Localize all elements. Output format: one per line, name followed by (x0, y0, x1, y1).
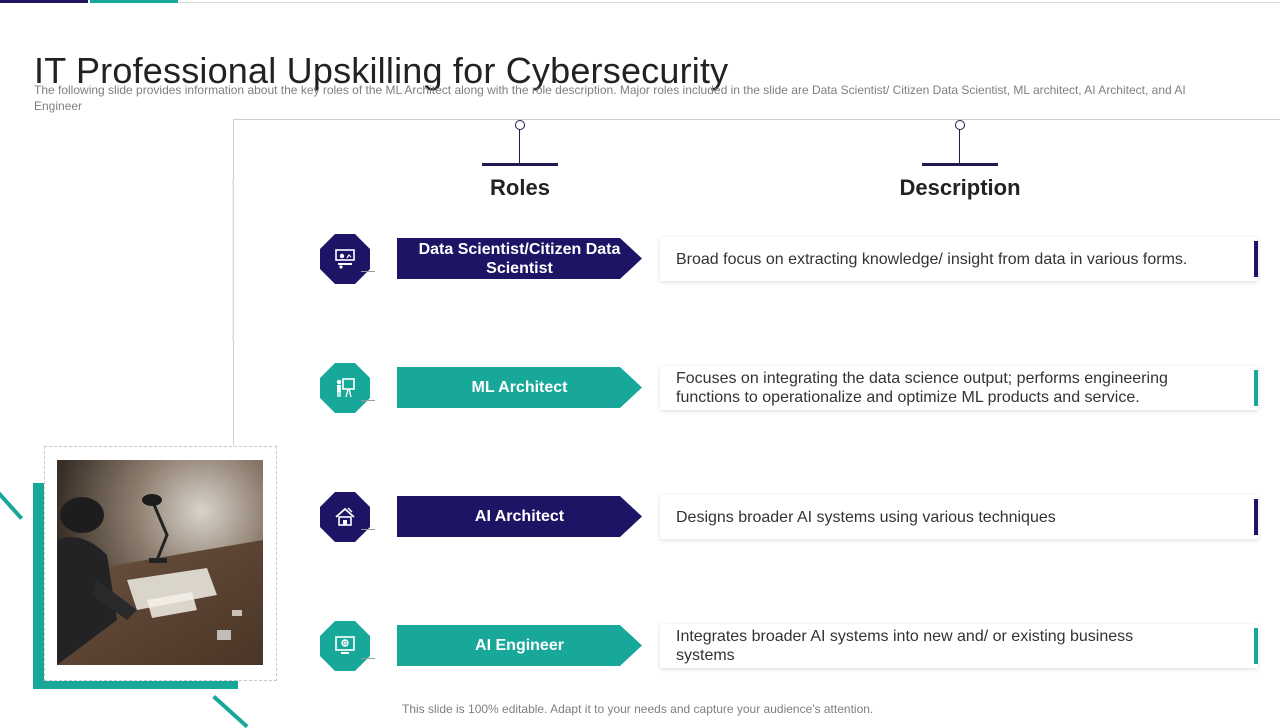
top-accent-navy (0, 0, 88, 3)
role-label: ML Architect (471, 379, 568, 396)
decor-frame-vertical (33, 483, 44, 689)
role-row-data-scientist: Data Scientist/Citizen Data Scientist Br… (0, 0, 1280, 284)
card-accent (1254, 628, 1258, 664)
slide-footer: This slide is 100% editable. Adapt it to… (402, 702, 874, 716)
data-scientist-icon (320, 234, 370, 284)
card-accent (1254, 241, 1258, 277)
content-frame-top (233, 119, 1280, 120)
icon-connector (361, 271, 375, 272)
description-card: Focuses on integrating the data science … (660, 366, 1258, 410)
role-row-ai-architect: AI Architect Designs broader AI systems … (0, 0, 1280, 542)
pin-base (482, 163, 558, 166)
role-row-ai-engineer: AI Engineer Integrates broader AI system… (0, 0, 1280, 671)
pin-stem (959, 129, 960, 163)
icon-connector (361, 400, 375, 401)
pin-dot-icon (515, 120, 525, 130)
content-frame-dotted (232, 180, 234, 340)
card-accent (1254, 370, 1258, 406)
decor-diagonal (212, 695, 249, 728)
role-row-ml-architect: ML Architect Focuses on integrating the … (0, 0, 1280, 413)
workspace-photo (57, 460, 263, 665)
description-text: Designs broader AI systems using various… (676, 508, 1056, 526)
role-tag: AI Architect (397, 496, 642, 537)
engineer-screen-icon (320, 621, 370, 671)
role-label: AI Architect (474, 508, 565, 525)
decor-frame-horizontal (33, 679, 238, 689)
roles-heading: Roles (490, 175, 550, 200)
role-tag: AI Engineer (397, 625, 642, 666)
top-accent-teal (90, 0, 178, 3)
description-card: Designs broader AI systems using various… (660, 495, 1258, 539)
pin-dot-icon (955, 120, 965, 130)
pin-stem (519, 129, 520, 163)
description-heading: Description (899, 175, 1021, 200)
role-tag: ML Architect (397, 367, 642, 408)
description-text: Focuses on integrating the data science … (676, 370, 1168, 406)
description-text: Integrates broader AI systems into new a… (676, 628, 1134, 664)
slide-title: IT Professional Upskilling for Cybersecu… (34, 50, 729, 92)
slide-subtitle: The following slide provides information… (34, 83, 1186, 113)
description-card: Broad focus on extracting knowledge/ ins… (660, 237, 1258, 281)
role-label: Data Scientist/Citizen Data Scientist (418, 240, 621, 277)
description-card: Integrates broader AI systems into new a… (660, 624, 1258, 668)
icon-connector (361, 529, 375, 530)
description-text: Broad focus on extracting knowledge/ ins… (676, 250, 1188, 268)
card-accent (1254, 499, 1258, 535)
decor-diagonal (0, 486, 24, 520)
icon-connector (361, 658, 375, 659)
top-rule (178, 2, 1280, 3)
role-label: AI Engineer (475, 637, 564, 654)
house-design-icon (320, 492, 370, 542)
pin-base (922, 163, 998, 166)
presenter-board-icon (320, 363, 370, 413)
role-tag: Data Scientist/Citizen Data Scientist (397, 238, 642, 279)
